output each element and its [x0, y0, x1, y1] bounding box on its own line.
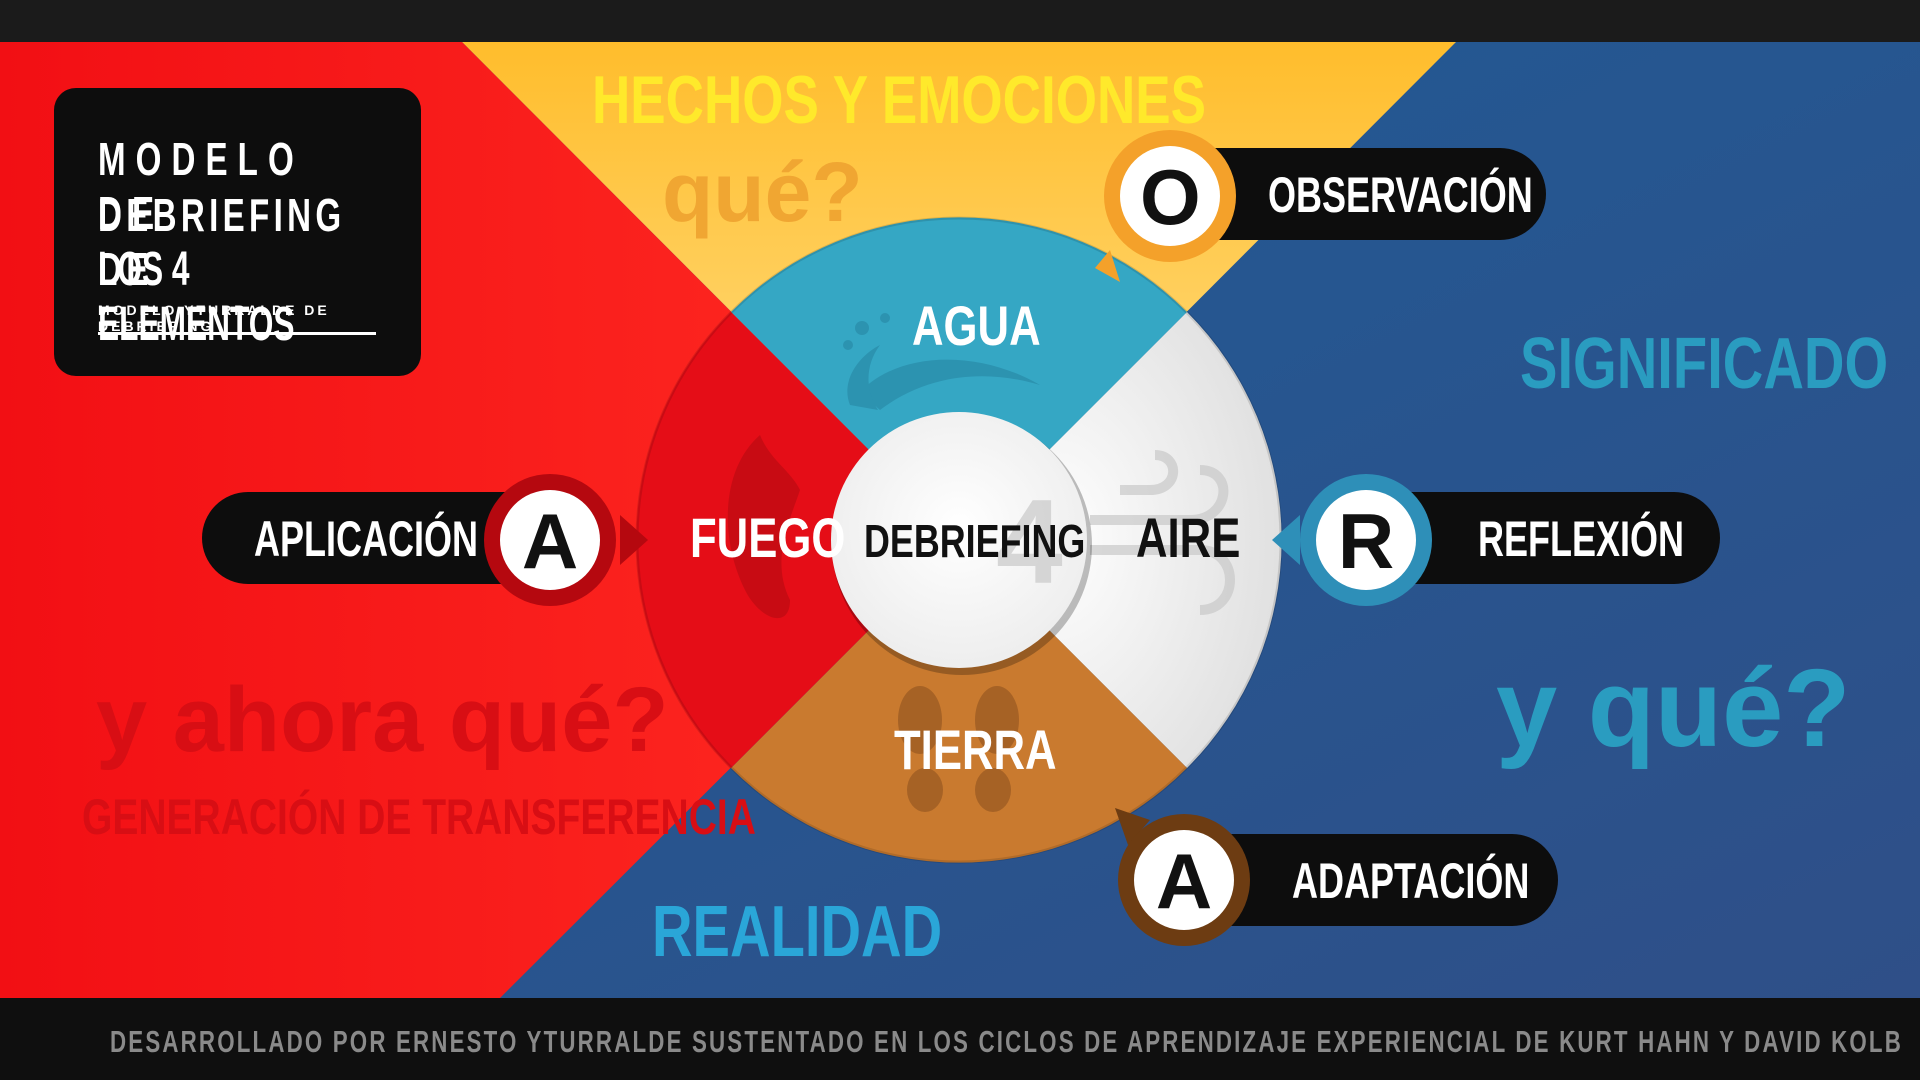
wind-icon: [1090, 450, 1235, 615]
left-question: y ahora qué?: [96, 669, 669, 771]
phase-aplicacion-letter: A: [521, 497, 579, 585]
phase-adaptacion-letter: A: [1155, 837, 1213, 925]
right-heading: SIGNIFICADO: [1520, 324, 1889, 404]
phase-adaptacion-badge-inner: [1134, 830, 1234, 930]
center-circle: [831, 412, 1087, 668]
title-line-1: MODELO DE: [98, 133, 304, 239]
footer-credit: DESARROLLADO POR ERNESTO YTURRALDE SUSTE…: [110, 1024, 1903, 1059]
top-question: qué?: [662, 145, 863, 239]
element-tierra: TIERRA: [894, 718, 1057, 781]
quarter-tierra: [731, 540, 1187, 863]
footer-bar: DESARROLLADO POR ERNESTO YTURRALDE SUSTE…: [0, 998, 1920, 1080]
title-subtitle: MODELO YTURRALDE DE DEBRIEFING: [98, 302, 330, 334]
phase-observacion-badge-inner: [1120, 146, 1220, 246]
element-agua: AGUA: [912, 294, 1041, 357]
title-card: MODELO DE DEBRIEFING DE LOS 4 ELEMENTOS …: [54, 88, 421, 376]
phase-aplicacion-label: APLICACIÓN: [254, 511, 478, 567]
quarter-fuego: [636, 312, 959, 768]
phase-reflexion-label: REFLEXIÓN: [1478, 511, 1685, 567]
phase-adaptacion-label: ADAPTACIÓN: [1292, 853, 1530, 909]
element-aire: AIRE: [1136, 506, 1241, 569]
phase-reflexion-letter: R: [1337, 497, 1395, 585]
phase-observacion-label: OBSERVACIÓN: [1268, 167, 1533, 223]
title-underline: [98, 332, 376, 335]
left-heading: GENERACIÓN DE TRANSFERENCIA: [82, 789, 756, 845]
center-label: DEBRIEFING: [864, 515, 1086, 567]
phase-observacion-letter: O: [1140, 153, 1201, 241]
quarter-aire: [959, 312, 1282, 768]
center-number: 4: [996, 475, 1063, 609]
title-line-2: DEBRIEFING DE: [98, 189, 346, 295]
top-heading: HECHOS Y EMOCIONES: [592, 62, 1207, 138]
phase-aplicacion-badge-inner: [500, 490, 600, 590]
footprints-icon: [898, 686, 1019, 812]
phase-reflexion-badge-inner: [1316, 490, 1416, 590]
title-line-3: LOS 4 ELEMENTOS: [98, 243, 295, 351]
bottom-heading: REALIDAD: [652, 892, 943, 972]
right-question: y qué?: [1496, 647, 1851, 770]
element-fuego: FUEGO: [690, 506, 846, 569]
water-icon: [843, 313, 1040, 410]
quarter-agua: [731, 217, 1187, 540]
flame-icon: [727, 435, 800, 619]
